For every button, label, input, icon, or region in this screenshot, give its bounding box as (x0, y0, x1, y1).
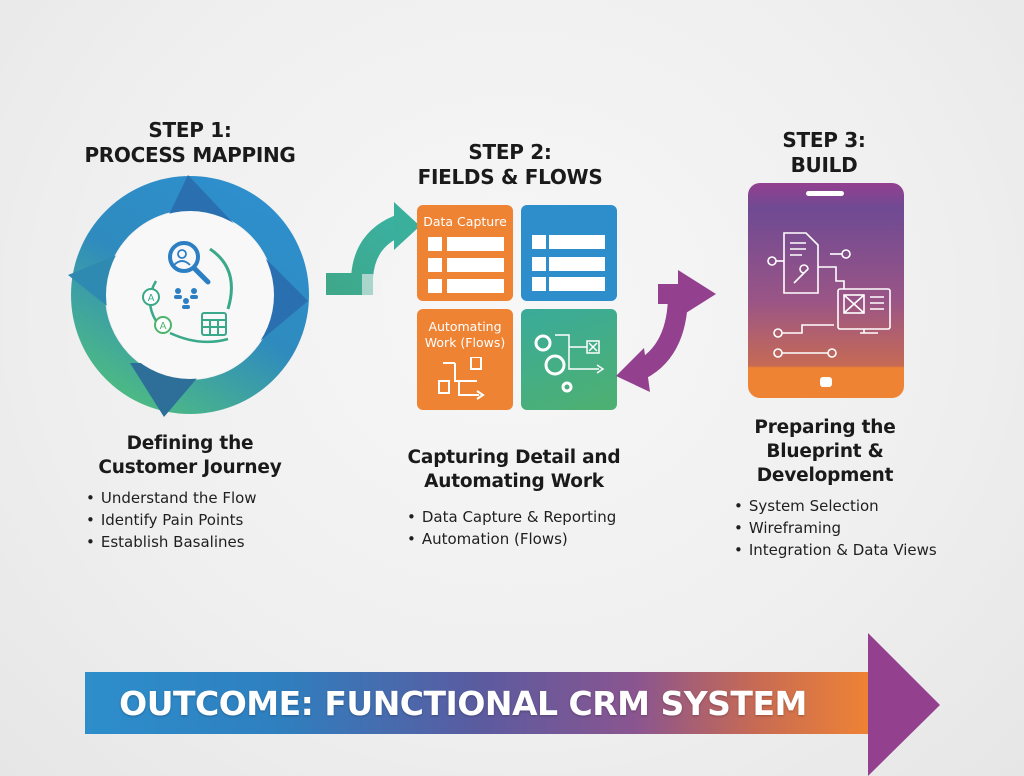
step-3-subtitle-line1: Preparing the (754, 417, 896, 438)
step-3-title-line2: BUILD (790, 153, 858, 177)
arrow-step1-to-step2-icon (326, 202, 420, 296)
step-2-bullet: Data Capture & Reporting (407, 506, 616, 528)
step-1-bullet: Establish Basalines (86, 531, 257, 553)
step-2-title: STEP 2: FIELDS & FLOWS (380, 140, 640, 190)
step-1-title: STEP 1: PROCESS MAPPING (60, 118, 320, 168)
field-row (549, 277, 605, 291)
step-3-subtitle-line2: Blueprint & (766, 441, 884, 462)
checkbox-icon (532, 235, 546, 249)
tablet-speaker (806, 191, 844, 196)
checkbox-icon (532, 257, 546, 271)
step-1-bullet: Identify Pain Points (86, 509, 257, 531)
step-3-title-line1: STEP 3: (782, 128, 866, 152)
field-row (549, 235, 605, 249)
calendar-icon (201, 312, 227, 336)
step-2-bullet: Automation (Flows) (407, 528, 616, 550)
field-row (447, 258, 504, 272)
step-3-subtitle: Preparing the Blueprint & Development (694, 416, 956, 488)
step-2-subtitle: Capturing Detail and Automating Work (380, 446, 648, 494)
field-row (447, 237, 504, 251)
cycle-arrowhead-right (260, 253, 308, 341)
cycle-arc-right-icon (209, 247, 233, 310)
step-3-bullet: Wireframing (734, 517, 937, 539)
step-1-title-line1: STEP 1: (148, 118, 232, 142)
step-2-fields-flows-grid: Data Capture Automating Work (Flows) (417, 205, 617, 410)
checkbox-icon (428, 279, 442, 293)
step-1-subtitle-line2: Customer Journey (98, 457, 282, 478)
step-2-title-line1: STEP 2: (468, 140, 552, 164)
field-row (549, 257, 605, 271)
step-1-title-line2: PROCESS MAPPING (84, 143, 296, 167)
persona-a-icon-1: A (142, 288, 160, 306)
step-3-tablet-icon (748, 183, 904, 398)
step-1-bullet: Understand the Flow (86, 487, 257, 509)
checkbox-icon (428, 237, 442, 251)
gears-flow-icon (534, 334, 605, 393)
checkbox-icon (532, 277, 546, 291)
step-2-bullets: Data Capture & Reporting Automation (Flo… (407, 506, 616, 550)
step-3-title: STEP 3: BUILD (694, 128, 954, 178)
step-3-bullets: System Selection Wireframing Integration… (734, 495, 937, 561)
step-1-subtitle-line1: Defining the (126, 433, 254, 454)
step-2-title-line2: FIELDS & FLOWS (417, 165, 603, 189)
step-2-subtitle-line2: Automating Work (424, 471, 604, 492)
tablet-home-button (820, 377, 832, 387)
data-capture-label: Data Capture (423, 214, 507, 229)
step-2-subtitle-line1: Capturing Detail and (407, 447, 621, 468)
persona-a-icon-2: A (154, 316, 172, 334)
step-3-bullet: Integration & Data Views (734, 539, 937, 561)
step-1-subtitle: Defining the Customer Journey (60, 432, 320, 480)
data-capture-tile: Data Capture (417, 205, 513, 301)
step-3-bullet: System Selection (734, 495, 937, 517)
people-group-icon (174, 288, 198, 309)
fields-list-tile (521, 205, 617, 301)
field-row (447, 279, 504, 293)
automation-gears-tile (521, 309, 617, 410)
outcome-arrowhead-icon (868, 633, 940, 776)
step-3-subtitle-line3: Development (756, 465, 894, 486)
outcome-label: OUTCOME: FUNCTIONAL CRM SYSTEM (119, 683, 807, 723)
tablet-body (748, 183, 904, 398)
checkbox-icon (428, 258, 442, 272)
outcome-banner: OUTCOME: FUNCTIONAL CRM SYSTEM (85, 672, 871, 734)
arrow-step2-step3-icon (616, 270, 716, 392)
automating-work-label: Automating Work (Flows) (424, 319, 506, 350)
svg-text:A: A (160, 321, 167, 332)
svg-text:A: A (148, 293, 155, 304)
document-wrench-icon (783, 232, 819, 294)
step-1-cycle-icon: A A (68, 175, 309, 417)
magnifier-person-icon (168, 241, 211, 285)
step-1-bullets: Understand the Flow Identify Pain Points… (86, 487, 257, 553)
flow-diagram-icon (438, 357, 485, 400)
automating-work-tile: Automating Work (Flows) (417, 309, 513, 410)
